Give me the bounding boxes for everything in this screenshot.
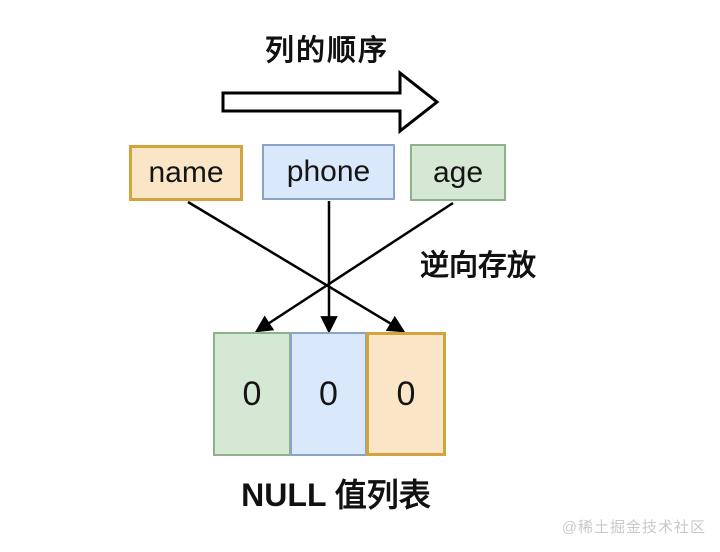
null-list-caption: NULL 值列表	[241, 477, 431, 513]
column-box-phone: phone	[262, 144, 395, 200]
null-cell-blue: 0	[290, 332, 367, 456]
reverse-storage-label: 逆向存放	[419, 250, 536, 282]
column-label-age: age	[432, 155, 484, 189]
column-order-title: 列的顺序	[264, 35, 389, 67]
column-label-name: name	[148, 156, 224, 189]
null-cell-value: 0	[396, 374, 416, 413]
null-cell-orange: 0	[366, 332, 446, 456]
column-box-name: name	[129, 145, 243, 201]
watermark: @稀土掘金技术社区	[561, 519, 706, 536]
null-cell-value: 0	[319, 374, 338, 413]
connector-name-to-cell	[187, 200, 406, 333]
column-label-phone: phone	[286, 155, 371, 188]
null-cell-green: 0	[213, 332, 291, 456]
column-order-arrow-icon	[221, 69, 440, 135]
null-cell-value: 0	[242, 374, 262, 413]
column-box-age: age	[410, 144, 506, 201]
